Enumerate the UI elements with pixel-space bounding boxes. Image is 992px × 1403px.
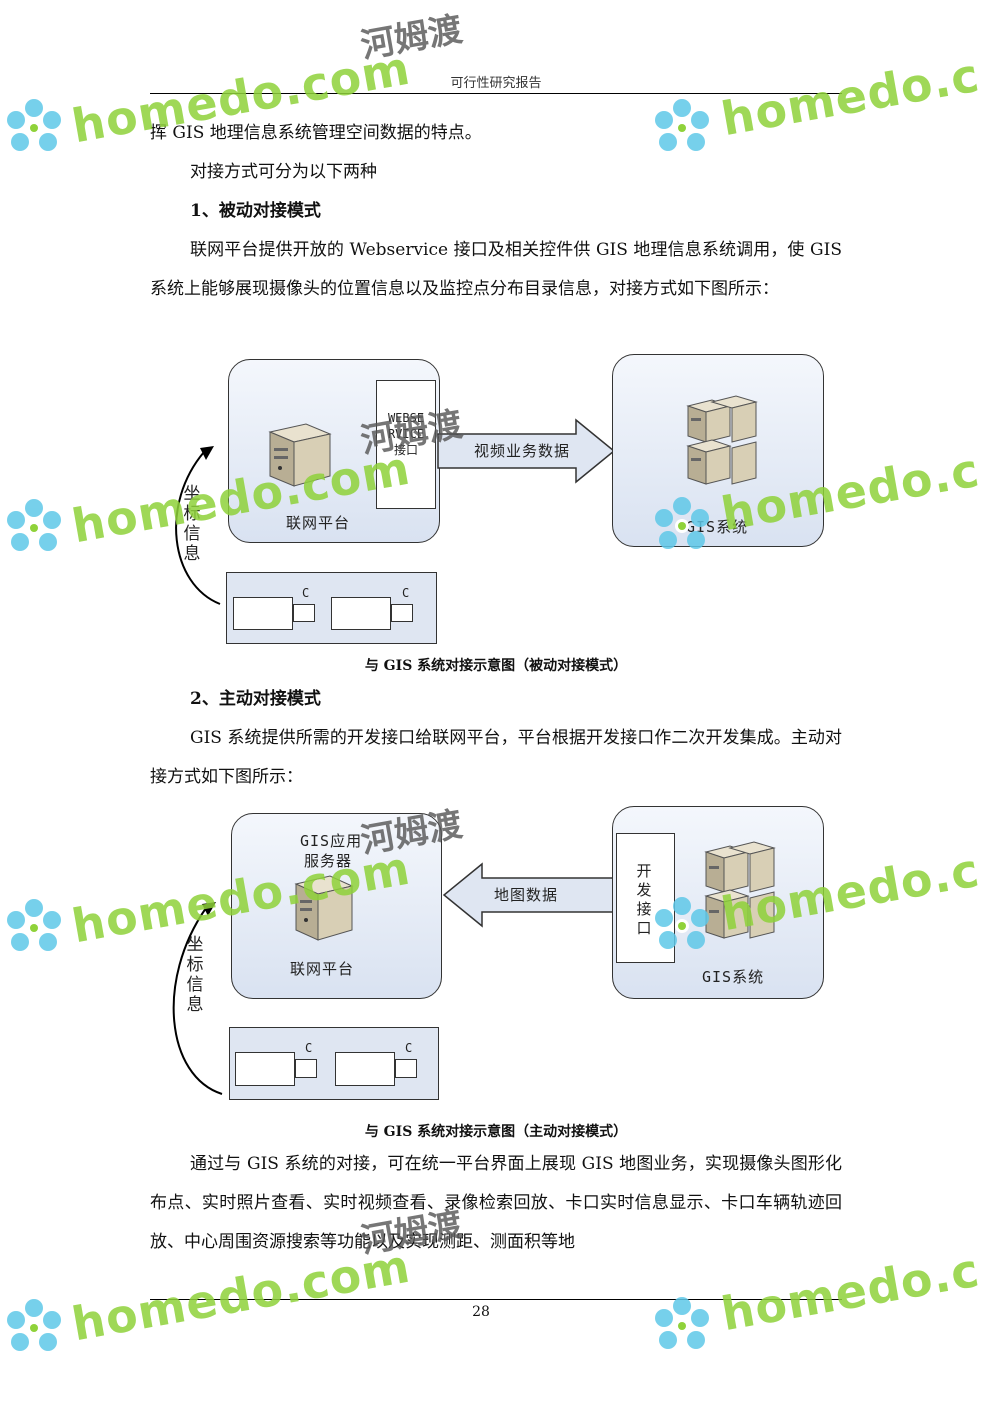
server-cluster-icon bbox=[686, 395, 758, 485]
header-rule bbox=[150, 93, 842, 94]
paragraph-continuation: 挥 GIS 地理信息系统管理空间数据的特点。 bbox=[150, 123, 482, 143]
page-number: 28 bbox=[472, 1304, 490, 1320]
server-cluster-icon bbox=[704, 841, 776, 939]
coord-info-label: 坐标信息 bbox=[186, 935, 204, 1015]
camera-lens bbox=[295, 1059, 317, 1078]
camera-lens bbox=[391, 604, 413, 622]
server-icon bbox=[294, 875, 354, 941]
paragraph-active-mode: GIS 系统提供所需的开发接口给联网平台，平台根据开发接口作二次开发集成。主动对… bbox=[150, 728, 842, 787]
camera-body bbox=[233, 597, 293, 630]
camera-lens bbox=[293, 604, 315, 622]
coord-arrow bbox=[175, 446, 221, 605]
arrow-label: 视频业务数据 bbox=[474, 442, 571, 460]
webservice-interface-label: WEBSERVICE接口 bbox=[387, 411, 425, 457]
camera-body bbox=[331, 597, 391, 630]
page-header-title: 可行性研究报告 bbox=[450, 76, 542, 91]
paragraph-gis-features: 通过与 GIS 系统的对接，可在统一平台界面上展现 GIS 地图业务，实现摄像头… bbox=[150, 1154, 842, 1252]
camera-body bbox=[235, 1052, 295, 1086]
dev-interface-label: 开发接口 bbox=[636, 862, 652, 937]
camera-letter: C bbox=[405, 1041, 414, 1055]
app-server-label: 服务器 bbox=[304, 852, 353, 870]
footer-rule bbox=[150, 1299, 842, 1300]
coord-arrow bbox=[172, 902, 223, 1095]
watermark-cn: 河姆渡 bbox=[357, 9, 466, 67]
heading-passive-mode: 1、被动对接模式 bbox=[190, 201, 321, 221]
flower-logo-icon bbox=[7, 499, 61, 551]
gis-system-label: GIS系统 bbox=[702, 968, 765, 986]
flower-logo-icon bbox=[655, 497, 709, 549]
camera-letter: C bbox=[302, 586, 311, 600]
flower-logo-icon bbox=[7, 1299, 61, 1351]
heading-active-mode: 2、主动对接模式 bbox=[190, 689, 321, 709]
map-data-arrow bbox=[442, 862, 615, 928]
paragraph-passive-mode: 联网平台提供开放的 Webservice 接口及相关控件供 GIS 地理信息系统… bbox=[150, 240, 842, 299]
webservice-interface-box bbox=[376, 380, 436, 509]
paragraph-intro: 对接方式可分为以下两种 bbox=[190, 162, 377, 182]
flower-logo-icon bbox=[655, 897, 709, 949]
platform-label: 联网平台 bbox=[290, 960, 355, 978]
camera-letter: C bbox=[402, 586, 411, 600]
camera-letter: C bbox=[305, 1041, 314, 1055]
flower-logo-icon bbox=[655, 99, 709, 151]
coord-info-label: 坐标信息 bbox=[183, 484, 201, 564]
data-arrow bbox=[437, 418, 616, 484]
arrow-label: 地图数据 bbox=[494, 886, 559, 904]
server-icon bbox=[268, 423, 332, 487]
platform-label: 联网平台 bbox=[286, 514, 351, 532]
caption-active-mode: 与 GIS 系统对接示意图（主动对接模式） bbox=[364, 1124, 628, 1140]
camera-body bbox=[335, 1052, 395, 1086]
camera-lens bbox=[395, 1059, 417, 1078]
flower-logo-icon bbox=[655, 1297, 709, 1349]
caption-passive-mode: 与 GIS 系统对接示意图（被动对接模式） bbox=[364, 658, 628, 674]
flower-logo-icon bbox=[7, 899, 61, 951]
flower-logo-icon bbox=[7, 99, 61, 151]
app-server-label: GIS应用 bbox=[300, 832, 363, 850]
